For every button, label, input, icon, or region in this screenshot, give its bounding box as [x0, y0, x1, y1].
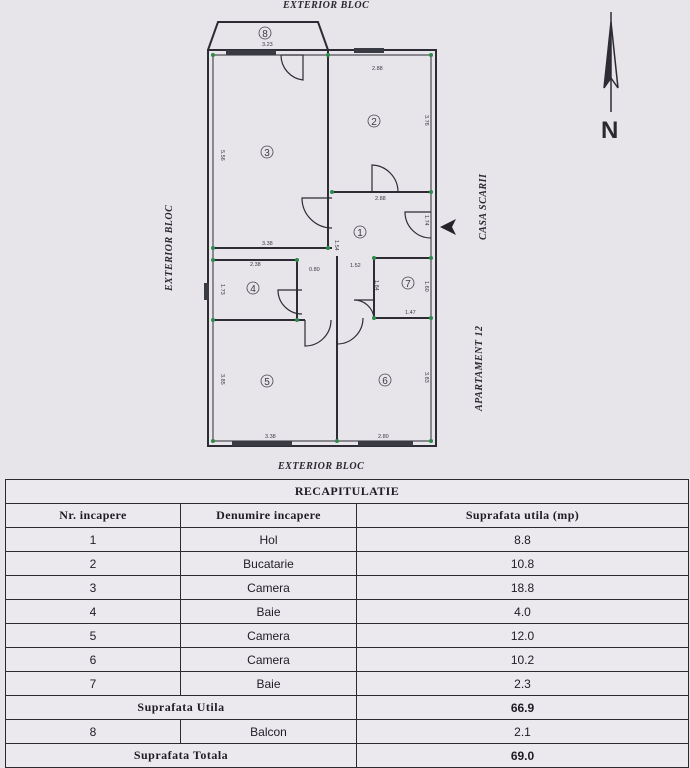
room-number-2: 2	[371, 117, 377, 128]
dimension-label: 3.76	[423, 115, 429, 126]
total-area-label: Suprafata Totala	[5, 743, 357, 768]
room-name: Hol	[180, 527, 357, 552]
table-row: 2 Bucatarie 10.8	[5, 551, 690, 576]
room-nr: 1	[5, 527, 181, 552]
stairs-label: CASA SCARII	[478, 173, 489, 240]
balcony-outline	[207, 21, 329, 51]
dimension-label: 2.80	[378, 434, 389, 440]
room-number-3: 3	[264, 148, 270, 159]
room-area: 8.8	[355, 527, 690, 552]
outer-wall	[207, 49, 437, 447]
dimension-label: 2.88	[372, 66, 383, 72]
room-nr: 8	[5, 719, 181, 744]
table-row: 8 Balcon 2.1	[5, 719, 690, 744]
room-nr: 6	[5, 647, 181, 672]
dimension-label: 3.38	[265, 434, 276, 440]
dimension-label: 1.60	[423, 281, 429, 292]
room-name: Camera	[180, 647, 357, 672]
dimension-label: 0.80	[309, 267, 320, 273]
room-area: 12.0	[355, 623, 690, 648]
room-number-6: 6	[382, 376, 388, 387]
room-name: Camera	[180, 575, 357, 600]
room-name: Bucatarie	[180, 551, 357, 576]
dimension-label: 5.56	[219, 150, 225, 161]
dimension-label: 1.73	[219, 284, 225, 295]
table-row: 3 Camera 18.8	[5, 575, 690, 600]
room-number-8: 8	[262, 29, 268, 40]
recap-title: RECAPITULATIE	[4, 479, 690, 504]
north-arrow-icon	[603, 12, 619, 112]
room-number-1: 1	[357, 228, 363, 239]
room-name: Baie	[180, 599, 357, 624]
table-row: 4 Baie 4.0	[5, 599, 690, 624]
room-nr: 2	[5, 551, 181, 576]
recap-table: RECAPITULATIE Nr. incapere Denumire inca…	[4, 479, 690, 768]
dimension-label: 3.85	[219, 374, 225, 385]
dimension-label: 1.54	[333, 240, 339, 251]
dimension-label: 2.38	[250, 262, 261, 268]
table-row: 1 Hol 8.8	[5, 527, 690, 552]
exterior-top-label: EXTERIOR BLOC	[283, 0, 370, 11]
dimension-label: 3.23	[262, 42, 273, 48]
stairs-arrow-icon	[440, 219, 456, 235]
room-area: 2.3	[355, 671, 690, 696]
header-useful-area: Suprafata utila (mp)	[355, 503, 690, 528]
room-nr: 4	[5, 599, 181, 624]
table-row: 7 Baie 2.3	[5, 671, 690, 696]
total-area-row: Suprafata Totala 69.0	[5, 743, 690, 768]
room-area: 2.1	[355, 719, 690, 744]
dimension-label: 3.38	[262, 241, 273, 247]
north-label: N	[601, 117, 619, 144]
dimension-label: 2.88	[375, 196, 386, 202]
apartment-label: APARTAMENT 12	[474, 325, 485, 412]
room-nr: 3	[5, 575, 181, 600]
room-name: Camera	[180, 623, 357, 648]
dimension-label: 1.84	[373, 280, 379, 291]
table-row: 5 Camera 12.0	[5, 623, 690, 648]
useful-area-row: Suprafata Utila 66.9	[5, 695, 690, 720]
exterior-left-label: EXTERIOR BLOC	[164, 204, 175, 291]
header-room-number: Nr. incapere	[5, 503, 181, 528]
header-room-name: Denumire incapere	[180, 503, 357, 528]
table-row: 6 Camera 10.2	[5, 647, 690, 672]
room-number-7: 7	[405, 279, 411, 290]
useful-area-label: Suprafata Utila	[5, 695, 357, 720]
dimension-label: 1.52	[350, 263, 361, 269]
room-area: 10.2	[355, 647, 690, 672]
dimension-label: 3.83	[423, 372, 429, 383]
dimension-label: 1.74	[423, 215, 429, 226]
room-nr: 7	[5, 671, 181, 696]
room-nr: 5	[5, 623, 181, 648]
room-name: Balcon	[180, 719, 357, 744]
room-area: 10.8	[355, 551, 690, 576]
room-number-5: 5	[264, 377, 270, 388]
exterior-bottom-label: EXTERIOR BLOC	[278, 461, 365, 472]
dimension-label: 1.47	[405, 310, 416, 316]
room-number-4: 4	[250, 284, 256, 295]
useful-area-value: 66.9	[355, 695, 690, 720]
room-area: 18.8	[355, 575, 690, 600]
floor-plan-drawing: 8 2 3 1 4 7 5 6 3.23 2.88 3.76 5.56 2.88…	[204, 12, 619, 447]
room-name: Baie	[180, 671, 357, 696]
total-area-value: 69.0	[355, 743, 690, 768]
room-area: 4.0	[355, 599, 690, 624]
